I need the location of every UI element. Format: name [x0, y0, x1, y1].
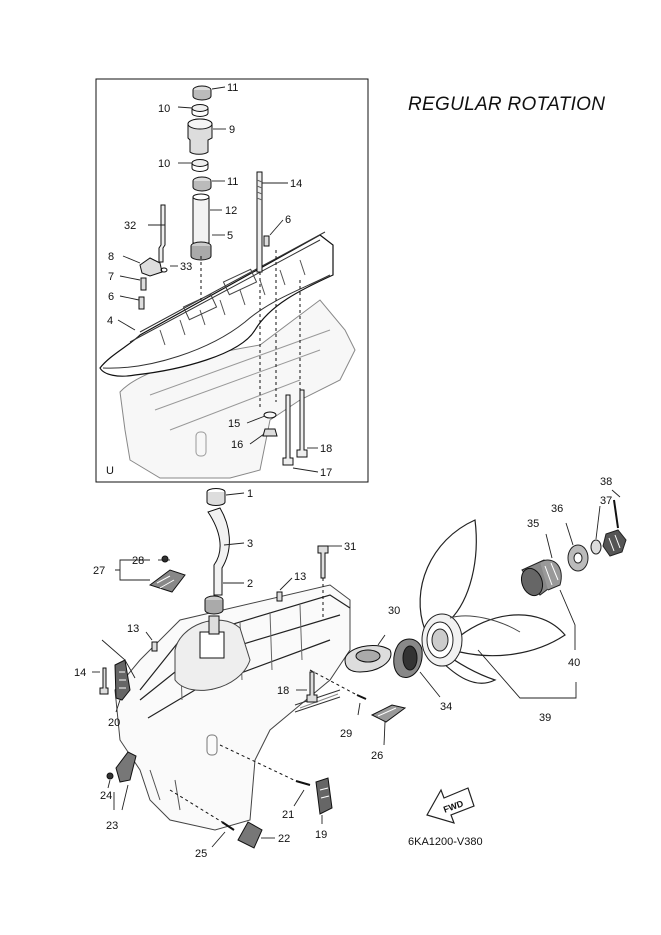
callout-18-top: 18	[320, 443, 332, 455]
callout-39: 39	[539, 712, 551, 724]
part-31-bolt	[317, 545, 329, 579]
part-18-bolt-lower	[306, 671, 318, 703]
callout-14-top: 14	[290, 178, 302, 190]
part-13-pin-right	[276, 591, 283, 602]
part-32-rod	[158, 204, 166, 263]
part-22-anode	[237, 821, 263, 849]
callout-4: 4	[107, 315, 113, 327]
part-12-tube	[192, 196, 210, 244]
callout-11-top: 11	[227, 82, 238, 94]
part-16-nut	[262, 428, 278, 437]
callout-5: 5	[227, 230, 233, 242]
part-10-ring-top	[191, 104, 209, 112]
gearcase-body	[114, 584, 351, 831]
callout-15: 15	[228, 418, 240, 430]
callout-13-left: 13	[127, 623, 139, 635]
part-3-water-tube	[207, 507, 230, 596]
callout-2: 2	[247, 578, 253, 590]
diagram-code: 6KA1200-V380	[408, 836, 483, 848]
inset-mark-u: U	[106, 465, 114, 477]
callout-24: 24	[100, 790, 112, 802]
callout-3: 3	[247, 538, 253, 550]
callout-10-top: 10	[158, 103, 170, 115]
part-36-washer	[567, 544, 589, 572]
part-38-cotter-pin	[613, 499, 619, 529]
fwd-arrow-icon	[426, 787, 475, 824]
callout-21: 21	[282, 809, 294, 821]
callout-28: 28	[132, 555, 144, 567]
callout-33: 33	[180, 261, 192, 273]
inset-lower-unit-outline	[119, 299, 356, 479]
callout-14-left: 14	[74, 667, 86, 679]
callout-29: 29	[340, 728, 352, 740]
callout-9: 9	[229, 124, 235, 136]
callout-12: 12	[225, 205, 237, 217]
part-13-pin-left	[151, 641, 158, 652]
callout-13-right: 13	[294, 571, 306, 583]
callout-40: 40	[568, 657, 580, 669]
part-10-ring-bottom	[191, 159, 209, 167]
part-24-bolt	[106, 772, 114, 780]
part-17-bolt	[282, 394, 294, 466]
part-21-bolt	[295, 780, 311, 786]
callout-6-right: 6	[285, 214, 291, 226]
part-14-bolt-left	[99, 667, 109, 695]
callout-18-bottom: 18	[277, 685, 289, 697]
callout-27: 27	[93, 565, 105, 577]
callout-36: 36	[551, 503, 563, 515]
part-25-bolt	[221, 821, 235, 831]
callout-25: 25	[195, 848, 207, 860]
callout-10-bottom: 10	[158, 158, 170, 170]
heading-regular-rotation: REGULAR ROTATION	[408, 94, 606, 115]
callout-8: 8	[108, 251, 114, 263]
part-39-propeller	[419, 519, 566, 684]
part-27-grill	[148, 569, 186, 593]
part-35-bushing	[520, 559, 562, 597]
part-28-screw	[161, 555, 169, 563]
callout-22: 22	[278, 833, 290, 845]
part-29-screw	[356, 694, 367, 700]
callout-30: 30	[388, 605, 400, 617]
part-33-ring	[160, 267, 168, 273]
callout-31: 31	[344, 541, 356, 553]
callout-20: 20	[108, 717, 120, 729]
callout-38: 38	[600, 476, 612, 488]
callout-19: 19	[315, 829, 327, 841]
callout-1: 1	[247, 488, 253, 500]
callout-labels: 11 10 9 10 11 14 12 32 6 5 8 33 7 6 4 15…	[74, 82, 612, 860]
callout-16: 16	[231, 439, 243, 451]
callout-37: 37	[600, 495, 612, 507]
part-37-washer	[590, 539, 602, 555]
part-23-anode	[115, 751, 137, 783]
part-19-anode	[315, 777, 333, 815]
callout-11-bottom: 11	[227, 176, 238, 188]
callout-17: 17	[320, 467, 332, 479]
callout-23: 23	[106, 820, 118, 832]
part-7-pin	[140, 277, 147, 291]
part-14-stud	[256, 171, 263, 273]
part-15-washer	[263, 411, 277, 419]
part-18-bolt	[296, 389, 308, 458]
callout-26: 26	[371, 750, 383, 762]
part-6-pin-right	[263, 235, 270, 247]
callout-34: 34	[440, 701, 452, 713]
callout-7: 7	[108, 271, 114, 283]
part-26-plate	[370, 704, 407, 723]
part-6-pin-left	[138, 296, 145, 310]
callout-35: 35	[527, 518, 539, 530]
callout-32: 32	[124, 220, 136, 232]
part-nut	[602, 529, 627, 557]
callout-6-left: 6	[108, 291, 114, 303]
